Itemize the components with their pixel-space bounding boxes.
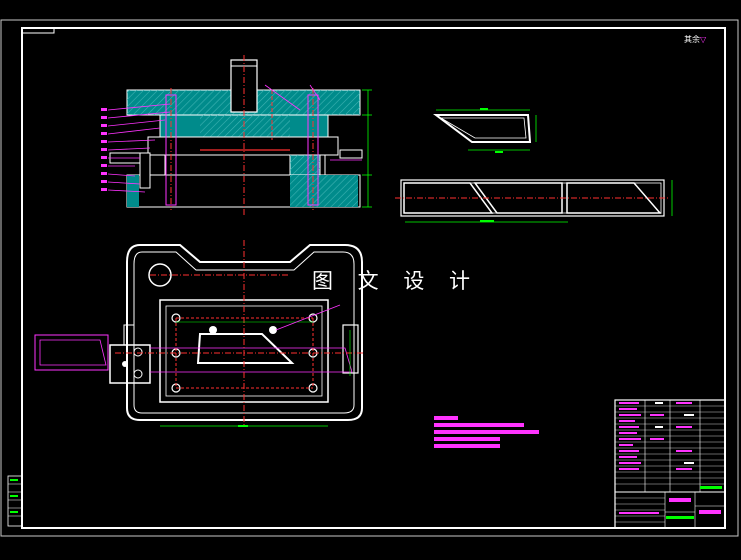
drawing-frame — [21, 27, 726, 529]
technical-notes — [434, 416, 539, 448]
watermark-text: 图 文 设 计 — [312, 269, 480, 293]
part-detail-view — [433, 108, 537, 153]
front-section-view — [101, 55, 372, 215]
plan-view — [34, 240, 365, 427]
surface-finish-label: 其余 — [684, 35, 700, 44]
outer-sheet-border — [0, 19, 739, 537]
title-block — [614, 399, 726, 529]
revision-block — [7, 475, 23, 527]
surface-finish-symbol-icon: ▽ — [700, 35, 707, 44]
frame-corner-mark — [22, 28, 55, 34]
strip-layout-view — [395, 179, 673, 223]
surface-finish-note: 其余▽ — [684, 34, 706, 45]
